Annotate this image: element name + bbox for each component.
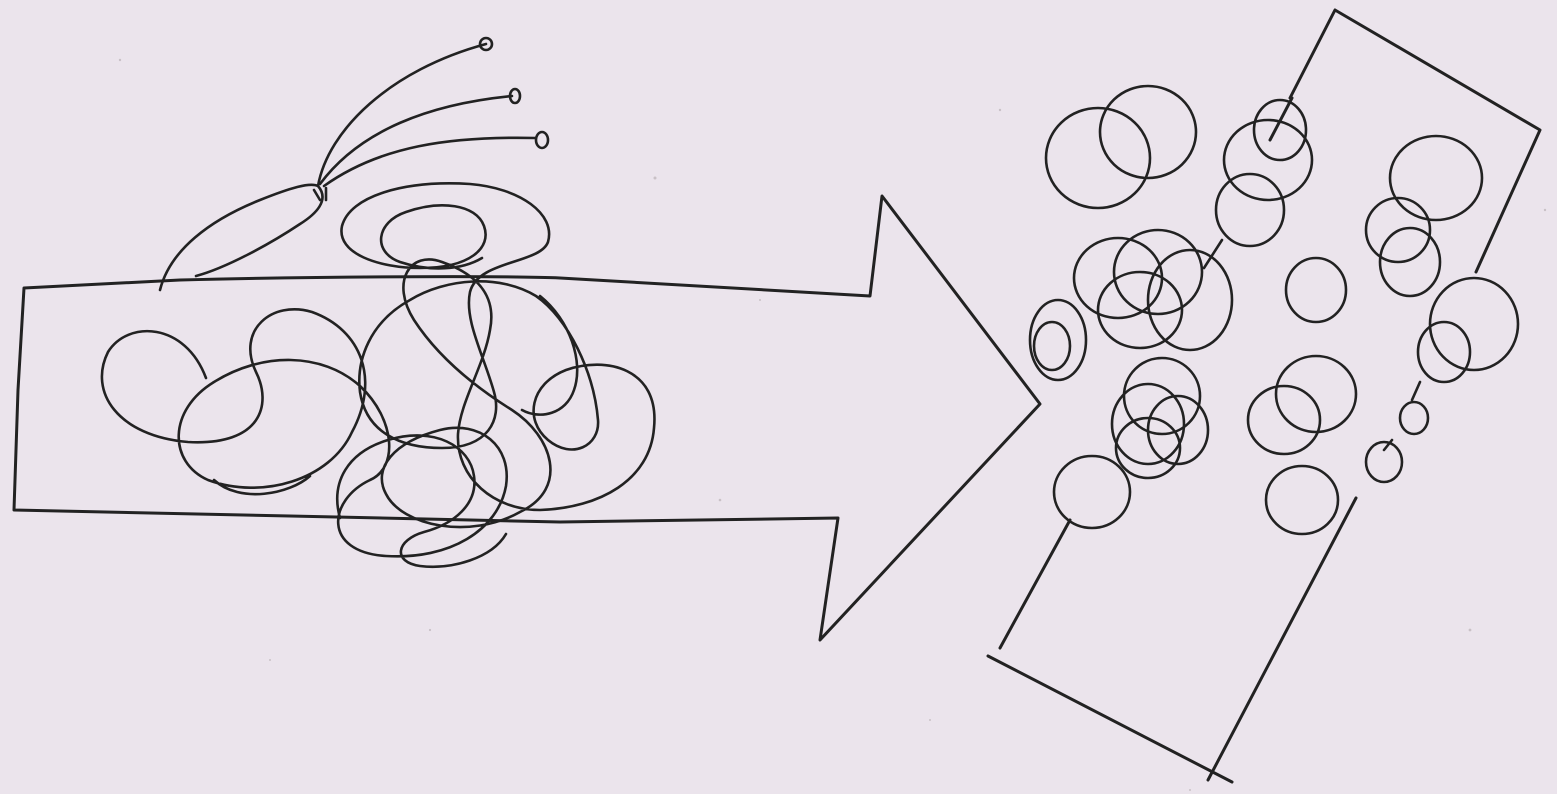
ravelled-ends (314, 38, 548, 200)
tilted-rectangle (988, 10, 1540, 782)
tangled-line (102, 183, 655, 566)
big-arrow (14, 196, 1040, 640)
loop-clusters (1030, 86, 1518, 534)
